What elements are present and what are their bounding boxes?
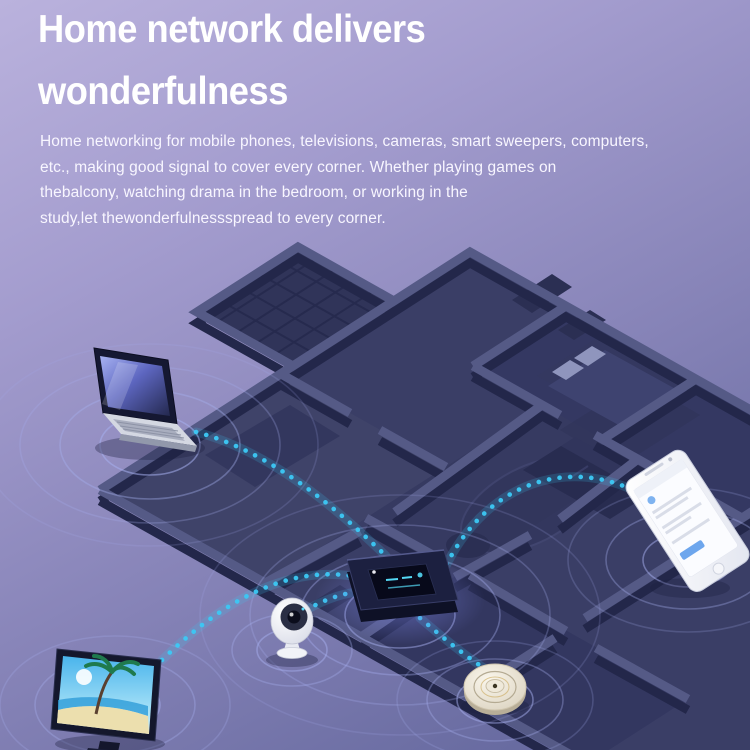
phone-statusbar [633,458,688,499]
camera-shadow [266,653,318,667]
laptop-screen [100,356,170,416]
sofa-seat [523,446,648,519]
phone-illustration [625,449,750,592]
laptop-key-rows [116,421,185,439]
laptop-front-edge [119,434,197,452]
sun-icon [76,669,92,685]
signal-ripples [0,343,750,750]
intro-paragraph: Home networking for mobile phones, telev… [40,129,649,231]
phone-home-button [712,562,725,575]
paragraph-line: Home networking for mobile phones, telev… [40,133,649,150]
side-table [446,532,490,558]
page-title-line2: wonderfulness [38,70,288,113]
phone-earpiece [644,462,664,476]
phone-camera-dot [668,457,673,462]
paragraph-line: thebalcony, watching drama in the bedroo… [40,184,468,201]
phone-content-lines [651,486,711,545]
tv-sand [57,706,149,734]
paragraph-line: etc., making good signal to cover every … [40,158,557,176]
balcony-tile-grid [215,256,376,357]
camera-illustration [266,597,318,667]
tv-illustration [50,648,165,750]
palm-tree-leaves [84,654,140,676]
router-display-glyphs [385,576,421,589]
laptop-illustration [93,347,205,460]
vacuum-gold-ring [480,676,510,698]
vacuum-inner-ring [473,670,517,704]
camera-lens-glint [289,612,294,617]
bed-pillow [574,346,606,366]
phone-avatar [647,496,656,505]
tv-sea [58,697,148,716]
tv-stand [98,741,120,750]
router-logo-dot [372,570,376,574]
router-display [367,563,437,601]
laptop-screen-glare [102,362,138,410]
phone-button [679,540,705,560]
camera-lens [287,610,301,624]
camera-base [276,647,308,659]
connection-laptop-router [193,429,389,559]
living-rug [205,405,340,487]
bed-pillow [552,360,584,380]
router-edge-highlight [346,549,445,561]
vacuum-button [492,683,498,689]
page-title-line1: Home network delivers [38,8,426,51]
router-indicator-dot [417,572,423,578]
router-illustration [315,549,485,645]
vacuum-illustration [461,663,529,715]
camera-status-led [301,607,305,611]
palm-tree-trunk [94,671,114,715]
living-room-floor [100,374,446,583]
paragraph-line: study,let thewonderfulnessspread to ever… [40,209,386,227]
